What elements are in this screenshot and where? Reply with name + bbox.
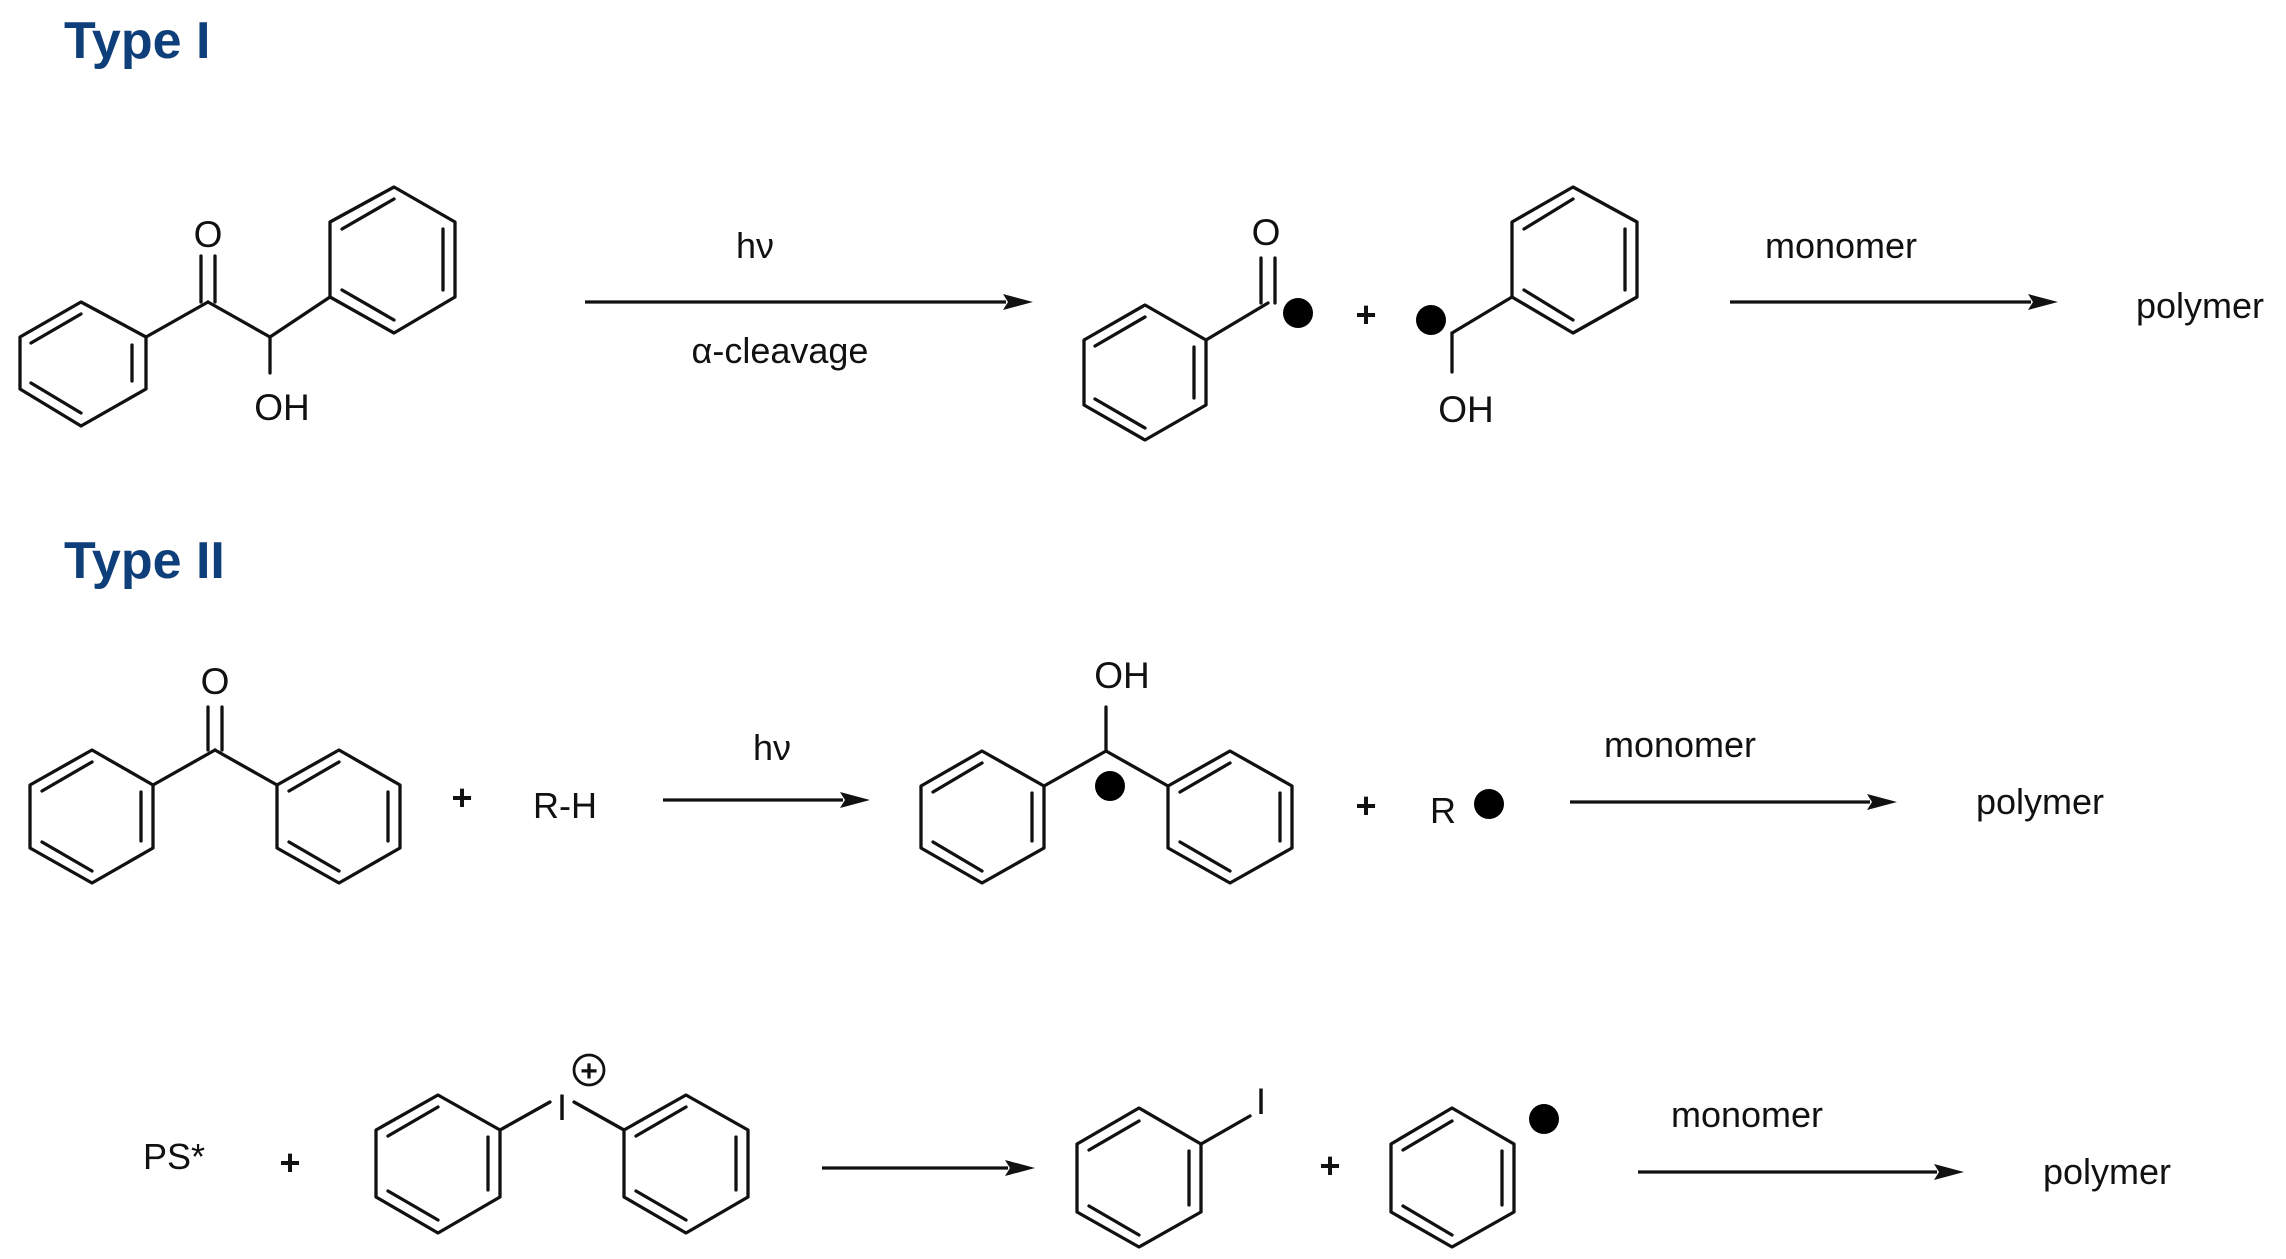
hydroxyl-group: OH — [1094, 655, 1150, 696]
photosensitizer-label: PS* — [143, 1136, 205, 1177]
benzene-ring — [1166, 749, 1294, 885]
benzoin-molecule: O OH — [18, 185, 457, 428]
radical-dot — [1095, 771, 1125, 801]
hydroxyl-group: OH — [254, 387, 310, 428]
benzene-ring — [374, 1093, 502, 1235]
polymer-label: polymer — [1976, 781, 2104, 822]
plus-sign: + — [451, 777, 472, 818]
reaction-arrow — [822, 1160, 1035, 1176]
benzene-ring — [1510, 185, 1639, 335]
radical-dot — [1283, 298, 1313, 328]
polymer-label: polymer — [2136, 285, 2264, 326]
svg-text:+: + — [580, 1055, 598, 1088]
carbonyl-oxygen: O — [1252, 212, 1281, 253]
reaction-arrow — [1570, 794, 1897, 810]
reaction-arrow — [1730, 294, 2058, 310]
plus-sign: + — [1319, 1145, 1340, 1186]
reaction-arrow — [585, 294, 1033, 310]
cleavage-condition: α-cleavage — [692, 330, 869, 371]
hydrogen-donor: R-H — [533, 785, 597, 826]
light-condition: hν — [753, 727, 791, 768]
iodine-atom: I — [1256, 1081, 1266, 1122]
phenyl-radical — [1389, 1104, 1559, 1249]
ketyl-radical: OH — [919, 655, 1294, 885]
carbonyl-oxygen: O — [194, 214, 223, 255]
reaction-arrow — [1638, 1164, 1964, 1180]
diphenyliodonium-molecule: I + — [374, 1053, 750, 1235]
alkyl-radical-label: R — [1430, 790, 1456, 831]
light-condition: hν — [736, 225, 774, 266]
benzene-ring — [275, 748, 402, 885]
benzene-ring — [622, 1093, 750, 1235]
iodine-atom: I — [557, 1087, 567, 1128]
polymer-label: polymer — [2043, 1151, 2171, 1192]
iodobenzene-molecule: I — [1075, 1081, 1266, 1249]
benzene-ring — [328, 185, 457, 335]
plus-sign: + — [279, 1142, 300, 1183]
reaction-arrow — [663, 792, 870, 808]
type-ii-heading: Type II — [64, 532, 225, 590]
radical-dot — [1416, 305, 1446, 335]
monomer-label: monomer — [1765, 225, 1917, 266]
plus-sign: + — [1355, 785, 1376, 826]
positive-charge-icon: + — [572, 1053, 606, 1088]
benzene-ring — [1075, 1106, 1203, 1249]
benzoyl-radical: O — [1082, 212, 1313, 442]
benzophenone-molecule: O — [28, 661, 402, 885]
radical-dot — [1474, 789, 1504, 819]
benzene-ring — [18, 300, 148, 428]
hydroxybenzyl-radical: OH — [1416, 185, 1639, 430]
carbonyl-oxygen: O — [201, 661, 230, 702]
radical-dot — [1529, 1104, 1559, 1134]
type-i-heading: Type I — [64, 12, 210, 70]
monomer-label: monomer — [1604, 724, 1756, 765]
benzene-ring — [1389, 1106, 1516, 1249]
benzene-ring — [919, 749, 1046, 885]
monomer-label: monomer — [1671, 1094, 1823, 1135]
hydroxyl-group: OH — [1438, 389, 1494, 430]
benzene-ring — [1082, 303, 1208, 442]
plus-sign: + — [1355, 294, 1376, 335]
benzene-ring — [28, 748, 155, 885]
